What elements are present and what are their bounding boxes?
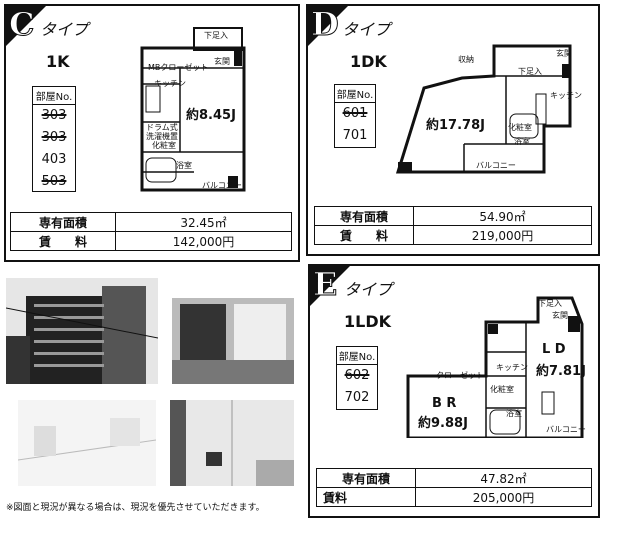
- plan-label-br: B R: [432, 396, 457, 411]
- type-c-type-word: タイプ: [40, 20, 89, 39]
- rent-value: 219,000円: [413, 225, 592, 245]
- interior-window-image: [172, 298, 294, 384]
- type-d-floor-plan: [395, 44, 572, 174]
- plan-label-main-room: 約17.78J: [426, 118, 485, 133]
- plan-label-entry: 玄関: [552, 311, 568, 320]
- area-value: 32.45㎡: [115, 212, 292, 232]
- plan-label-br-size: 約9.88J: [418, 416, 468, 431]
- plan-label-washroom: 化粧室: [490, 385, 514, 394]
- plan-label-entry: 玄関: [556, 49, 572, 58]
- plan-label-ld: L D: [542, 342, 566, 357]
- interior-corner-image: [170, 400, 294, 486]
- plan-label-washroom: 化粧室: [152, 141, 176, 150]
- interior-room-image: [18, 400, 156, 486]
- plan-label-closet: クローゼット: [436, 371, 484, 380]
- type-d-layout: 1DK: [350, 52, 387, 71]
- rent-value: 142,000円: [115, 231, 292, 251]
- plan-label-bath: 浴室: [506, 409, 522, 418]
- plan-label-kitchen: キッチン: [550, 91, 582, 100]
- type-e-floor-plan: [406, 296, 584, 438]
- type-c-rooms-box: 部屋No. 303 303 403 503: [32, 86, 76, 192]
- type-c-layout: 1K: [46, 52, 70, 71]
- area-value: 54.90㎡: [413, 206, 592, 226]
- rent-value: 205,000円: [415, 487, 592, 507]
- plan-label-closet: 収納: [458, 55, 474, 64]
- type-e-rooms-box: 部屋No. 602 702: [336, 346, 378, 410]
- plan-label-drum: ドラム式: [146, 123, 178, 132]
- plan-label-washroom: 化粧室: [508, 123, 532, 132]
- room-number: 303: [41, 130, 67, 145]
- type-d-info-table: 専有面積 54.90㎡ 賃 料 219,000円: [314, 206, 592, 245]
- type-d-card: D タイプ 1DK 部屋No. 601 701 収納 玄関 下足入 約17.78…: [306, 4, 600, 256]
- plan-label-shoes: 下足入: [204, 31, 228, 40]
- plan-label-shoes: 下足入: [518, 67, 542, 76]
- plan-label-main-room: 約8.45J: [186, 108, 236, 123]
- type-e-info-table: 専有面積 47.82㎡ 賃料 205,000円: [316, 468, 592, 507]
- plan-label-mb-closet: MBクローゼット: [148, 63, 209, 72]
- type-e-type-word: タイプ: [344, 280, 393, 299]
- type-e-card: E タイプ 1LDK 部屋No. 602 702 下足入 玄関 キッチン クロー…: [308, 264, 600, 518]
- plan-label-shoes: 下足入: [538, 299, 562, 308]
- rent-label: 賃 料: [314, 225, 414, 245]
- rooms-title: 部屋No.: [33, 87, 75, 105]
- type-c-floor-plan: [140, 27, 246, 192]
- room-number: 303: [41, 108, 67, 123]
- type-d-corner-mark: [308, 6, 348, 46]
- rent-label: 賃 料: [10, 231, 116, 251]
- room-number: 602: [344, 368, 370, 383]
- interior-corner-photo: [170, 400, 294, 486]
- plan-label-bath: 浴室: [514, 137, 530, 146]
- room-number: 701: [342, 128, 368, 143]
- area-label: 専有面積: [316, 468, 416, 488]
- interior-window-photo: [172, 298, 294, 384]
- plan-label-balcony: バルコニー: [476, 161, 516, 170]
- rooms-title: 部屋No.: [335, 85, 375, 103]
- plan-label-washer: 洗濯機置: [146, 132, 178, 141]
- disclaimer-note: ※図面と現況が異なる場合は、現況を優先させていただきます。: [6, 503, 265, 513]
- room-number: 403: [41, 152, 67, 167]
- building-exterior-photo: [6, 278, 158, 384]
- type-c-info-table: 専有面積 32.45㎡ 賃 料 142,000円: [10, 212, 292, 251]
- area-label: 専有面積: [314, 206, 414, 226]
- area-label: 専有面積: [10, 212, 116, 232]
- type-c-corner-mark: [6, 6, 46, 46]
- rent-label: 賃料: [316, 487, 416, 507]
- type-e-corner-mark: [310, 266, 350, 306]
- plan-label-ld-size: 約7.81J: [536, 364, 586, 379]
- room-number: 702: [344, 390, 370, 405]
- type-d-type-word: タイプ: [342, 20, 391, 39]
- type-c-card: C タイプ 1K 部屋No. 303 303 403 503 下足入 玄関 MB…: [4, 4, 300, 262]
- plan-label-kitchen: キッチン: [154, 79, 186, 88]
- plan-label-balcony: バルコニー: [202, 181, 242, 190]
- plan-label-kitchen: キッチン: [496, 363, 528, 372]
- type-d-rooms-box: 部屋No. 601 701: [334, 84, 376, 148]
- plan-label-balcony: バルコニー: [546, 425, 586, 434]
- room-number: 503: [41, 174, 67, 189]
- rooms-title: 部屋No.: [337, 347, 377, 365]
- type-c-letter: C: [8, 5, 35, 44]
- plan-label-bath: 浴室: [176, 161, 192, 170]
- interior-room-photo: [18, 400, 156, 486]
- room-number: 601: [342, 106, 368, 121]
- type-e-layout: 1LDK: [344, 312, 392, 331]
- plan-label-entry: 玄関: [214, 57, 230, 66]
- type-e-letter: E: [312, 265, 338, 304]
- type-d-letter: D: [311, 5, 340, 44]
- building-exterior-image: [6, 286, 158, 384]
- area-value: 47.82㎡: [415, 468, 592, 488]
